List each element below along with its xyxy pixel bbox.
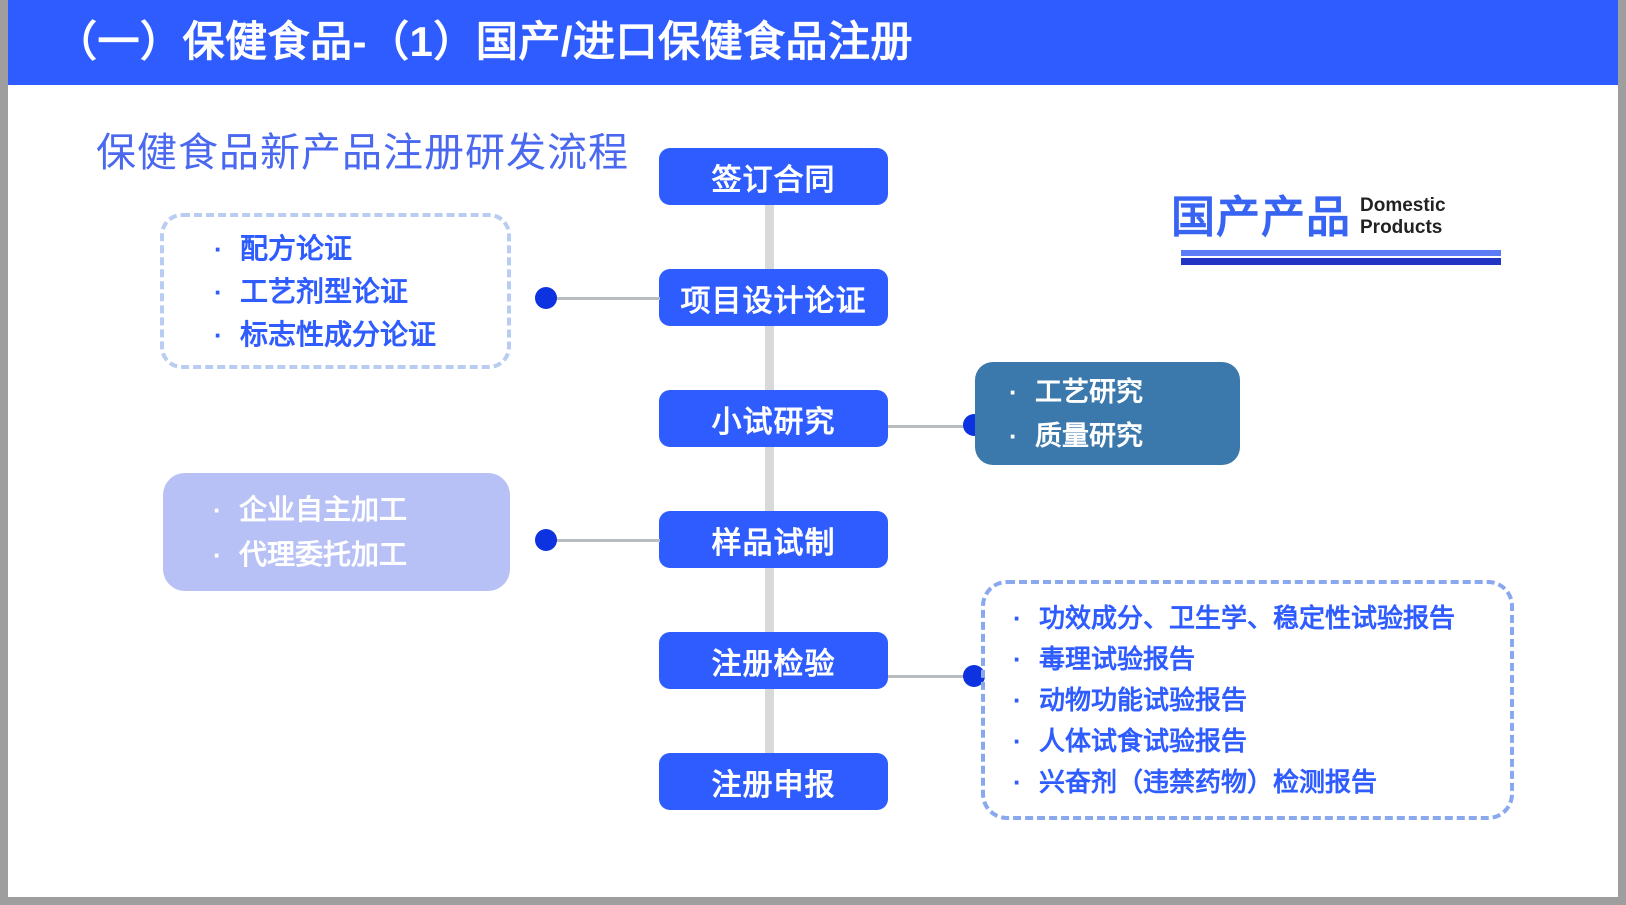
list-item-label: 配方论证 xyxy=(240,232,353,264)
connector-dot-sample-trial xyxy=(535,529,557,551)
formula-bullet-list: · 配方论证 · 工艺剂型论证 · 标志性成分论证 xyxy=(202,227,507,356)
connector-line-pilot-study xyxy=(888,425,975,428)
connector-line-sample-trial xyxy=(556,539,660,542)
list-item: · 毒理试验报告 xyxy=(1001,639,1510,680)
bullet-point-icon: · xyxy=(1013,725,1022,756)
connector-dot-registration-test xyxy=(963,665,985,687)
bullet-point-icon: · xyxy=(214,319,223,350)
bullet-point-icon: · xyxy=(213,495,222,525)
header-bar xyxy=(8,0,1618,85)
flow-step-sign-contract[interactable]: 签订合同 xyxy=(659,148,888,205)
flow-step-sample-trial[interactable]: 样品试制 xyxy=(659,511,888,568)
bullet-point-icon: · xyxy=(213,540,222,570)
list-item: · 人体试食试验报告 xyxy=(1001,721,1510,762)
list-item: · 功效成分、卫生学、稳定性试验报告 xyxy=(1001,598,1510,639)
flow-step-pilot-study[interactable]: 小试研究 xyxy=(659,390,888,447)
bullet-point-icon: · xyxy=(1009,376,1018,407)
badge-underline-light xyxy=(1181,250,1501,256)
card-pilot-research: · 工艺研究 · 质量研究 xyxy=(975,362,1240,465)
reports-bullet-list: · 功效成分、卫生学、稳定性试验报告 · 毒理试验报告 · 动物功能试验报告 · 人体试… xyxy=(1001,598,1510,803)
bullet-point-icon: · xyxy=(1013,766,1022,797)
bullet-point-icon: · xyxy=(1013,643,1022,674)
connector-line-project-design xyxy=(556,297,660,300)
list-item-label: 人体试食试验报告 xyxy=(1039,725,1248,756)
badge-underline-dark xyxy=(1181,258,1501,265)
flow-step-registration-test[interactable]: 注册检验 xyxy=(659,632,888,689)
list-item-label: 质量研究 xyxy=(1035,420,1143,451)
section-subtitle: 保健食品新产品注册研发流程 xyxy=(96,131,629,175)
list-item: · 企业自主加工 xyxy=(201,487,510,532)
card-formula-demonstration: · 配方论证 · 工艺剂型论证 · 标志性成分论证 xyxy=(160,213,511,369)
research-bullet-list: · 工艺研究 · 质量研究 xyxy=(997,370,1240,458)
card-processing-options: · 企业自主加工 · 代理委托加工 xyxy=(163,473,510,591)
card-test-reports: · 功效成分、卫生学、稳定性试验报告 · 毒理试验报告 · 动物功能试验报告 · 人体试… xyxy=(981,580,1514,820)
flow-step-registration-filing[interactable]: 注册申报 xyxy=(659,753,888,810)
list-item-label: 毒理试验报告 xyxy=(1039,643,1196,674)
list-item: · 标志性成分论证 xyxy=(202,313,507,356)
badge-english-line1: Domestic xyxy=(1360,195,1446,216)
bullet-point-icon: · xyxy=(1013,684,1022,715)
list-item: · 工艺剂型论证 xyxy=(202,270,507,313)
list-item: · 代理委托加工 xyxy=(201,532,510,577)
list-item: · 兴奋剂（违禁药物）检测报告 xyxy=(1001,762,1510,803)
list-item-label: 兴奋剂（违禁药物）检测报告 xyxy=(1039,766,1378,797)
flow-step-project-design[interactable]: 项目设计论证 xyxy=(659,269,888,326)
badge-english-line2: Products xyxy=(1360,217,1443,238)
connector-dot-project-design xyxy=(535,287,557,309)
list-item: · 工艺研究 xyxy=(997,370,1240,414)
list-item-label: 工艺剂型论证 xyxy=(240,275,409,307)
list-item-label: 代理委托加工 xyxy=(239,539,408,570)
list-item-label: 功效成分、卫生学、稳定性试验报告 xyxy=(1039,602,1456,633)
page-title: （一）保健食品-（1）国产/进口保健食品注册 xyxy=(55,18,914,65)
list-item-label: 工艺研究 xyxy=(1035,376,1143,407)
list-item-label: 标志性成分论证 xyxy=(240,318,437,350)
processing-bullet-list: · 企业自主加工 · 代理委托加工 xyxy=(201,487,510,577)
badge-chinese-label: 国产产品 xyxy=(1171,193,1351,242)
flow-spine xyxy=(765,150,774,800)
list-item: · 质量研究 xyxy=(997,414,1240,458)
slide-canvas: （一）保健食品-（1）国产/进口保健食品注册 保健食品新产品注册研发流程 国产产… xyxy=(8,0,1618,897)
bullet-point-icon: · xyxy=(1009,420,1018,451)
list-item: · 动物功能试验报告 xyxy=(1001,680,1510,721)
list-item-label: 企业自主加工 xyxy=(239,494,408,525)
connector-line-registration-test xyxy=(888,675,975,678)
list-item-label: 动物功能试验报告 xyxy=(1039,684,1248,715)
list-item: · 配方论证 xyxy=(202,227,507,270)
bullet-point-icon: · xyxy=(214,233,223,264)
bullet-point-icon: · xyxy=(214,276,223,307)
bullet-point-icon: · xyxy=(1013,602,1022,633)
